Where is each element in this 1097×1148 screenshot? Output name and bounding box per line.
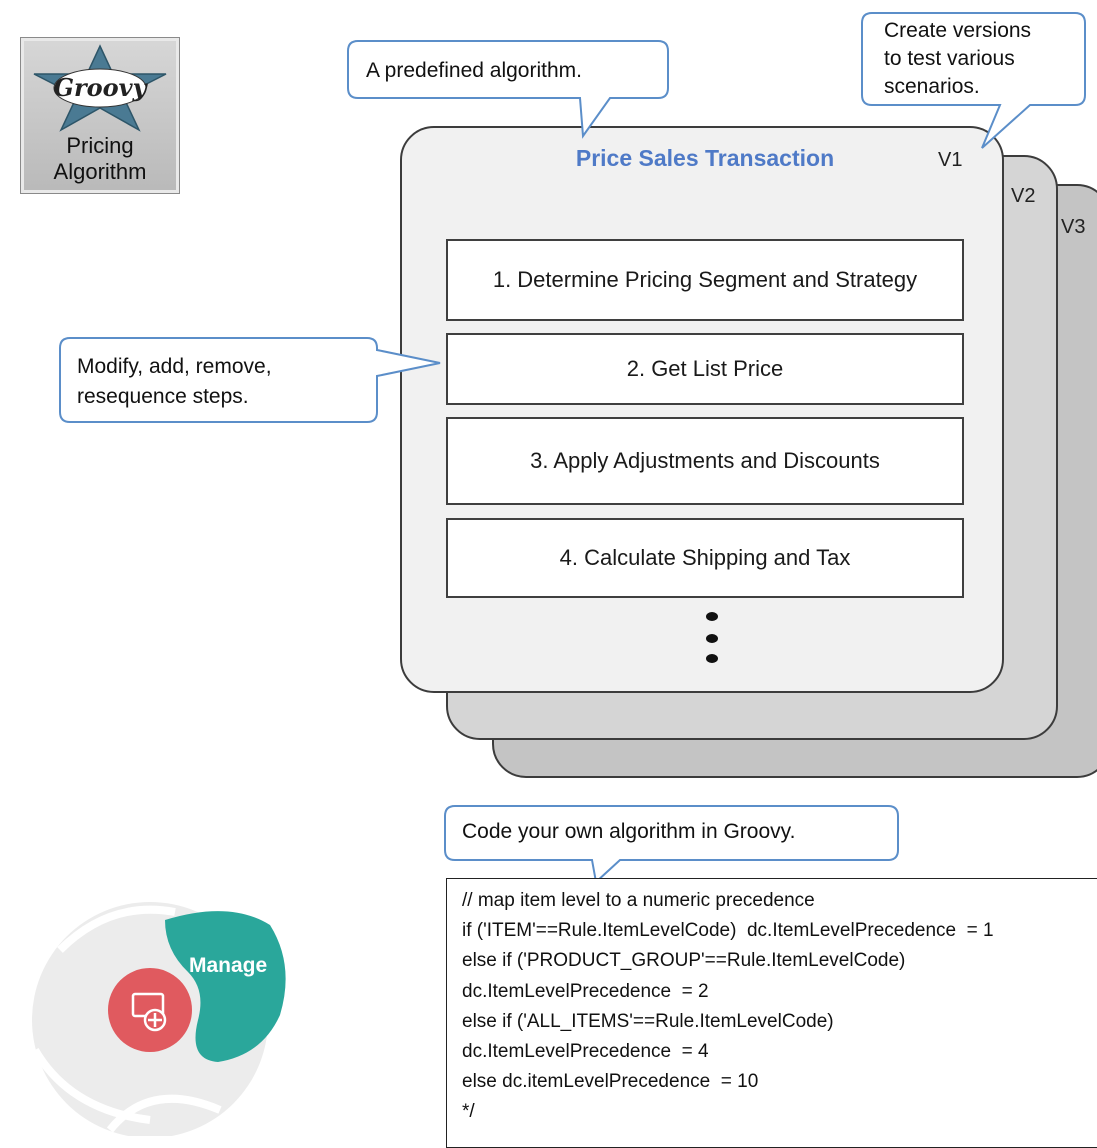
groovy-logo-tile: Groovy Pricing Algorithm xyxy=(20,37,180,194)
callout-groovy-bubble xyxy=(444,805,899,884)
version-label-v1: V1 xyxy=(938,149,963,171)
callout-modify-line2: resequence steps. xyxy=(77,385,249,408)
code-line: if ('ITEM'==Rule.ItemLevelCode) dc.ItemL… xyxy=(462,920,994,941)
logo-label-line1: Pricing xyxy=(66,133,134,158)
algorithm-step-4: 4. Calculate Shipping and Tax xyxy=(446,518,964,598)
callout-versions-bubble xyxy=(861,12,1086,149)
callout-versions-line3: scenarios. xyxy=(884,75,980,98)
code-line: */ xyxy=(462,1101,475,1122)
callout-groovy-text: Code your own algorithm in Groovy. xyxy=(462,820,796,843)
callout-modify-text: Modify, add, remove, resequence steps. xyxy=(77,352,272,412)
wheel-divider xyxy=(57,905,176,953)
manage-label: Manage xyxy=(189,954,268,977)
manage-hub-icon xyxy=(131,992,167,1032)
groovy-wordmark: Groovy xyxy=(53,73,148,102)
wheel-divider xyxy=(31,1047,151,1124)
algorithm-title: Price Sales Transaction xyxy=(575,145,835,171)
callout-modify-bubble xyxy=(59,337,441,423)
version-label-v3: V3 xyxy=(1061,216,1086,238)
code-line: dc.ItemLevelPrecedence = 4 xyxy=(462,1041,709,1062)
callout-predefined-bubble xyxy=(347,40,669,139)
callout-versions-line1: Create versions xyxy=(884,19,1032,42)
algorithm-version-card-v1 xyxy=(400,126,1004,693)
code-line: else if ('PRODUCT_GROUP'==Rule.ItemLevel… xyxy=(462,950,906,971)
wheel-divider xyxy=(106,1094,222,1133)
code-line: dc.ItemLevelPrecedence = 2 xyxy=(462,981,709,1002)
callout-versions-text: Create versions to test various scenario… xyxy=(884,17,1031,101)
version-label-v2: V2 xyxy=(1011,185,1036,207)
ellipsis-dot xyxy=(706,612,718,621)
lifecycle-wheel xyxy=(31,902,286,1136)
manage-segment xyxy=(165,911,286,1062)
callout-predefined-text: A predefined algorithm. xyxy=(366,59,582,82)
algorithm-step-3: 3. Apply Adjustments and Discounts xyxy=(446,417,964,505)
code-line: else if ('ALL_ITEMS'==Rule.ItemLevelCode… xyxy=(462,1011,834,1032)
code-line: // map item level to a numeric precedenc… xyxy=(462,890,815,911)
algorithm-step-2: 2. Get List Price xyxy=(446,333,964,405)
code-line: else dc.itemLevelPrecedence = 10 xyxy=(462,1071,759,1092)
ellipsis-dot xyxy=(706,634,718,643)
groovy-star-icon: Groovy xyxy=(33,44,167,132)
logo-label: Pricing Algorithm xyxy=(21,133,179,185)
logo-label-line2: Algorithm xyxy=(53,159,147,184)
groovy-code-box xyxy=(446,878,1097,1148)
ellipsis-dot xyxy=(706,654,718,663)
algorithm-step-1: 1. Determine Pricing Segment and Strateg… xyxy=(446,239,964,321)
callout-modify-line1: Modify, add, remove, xyxy=(77,355,272,378)
callout-versions-line2: to test various xyxy=(884,47,1015,70)
